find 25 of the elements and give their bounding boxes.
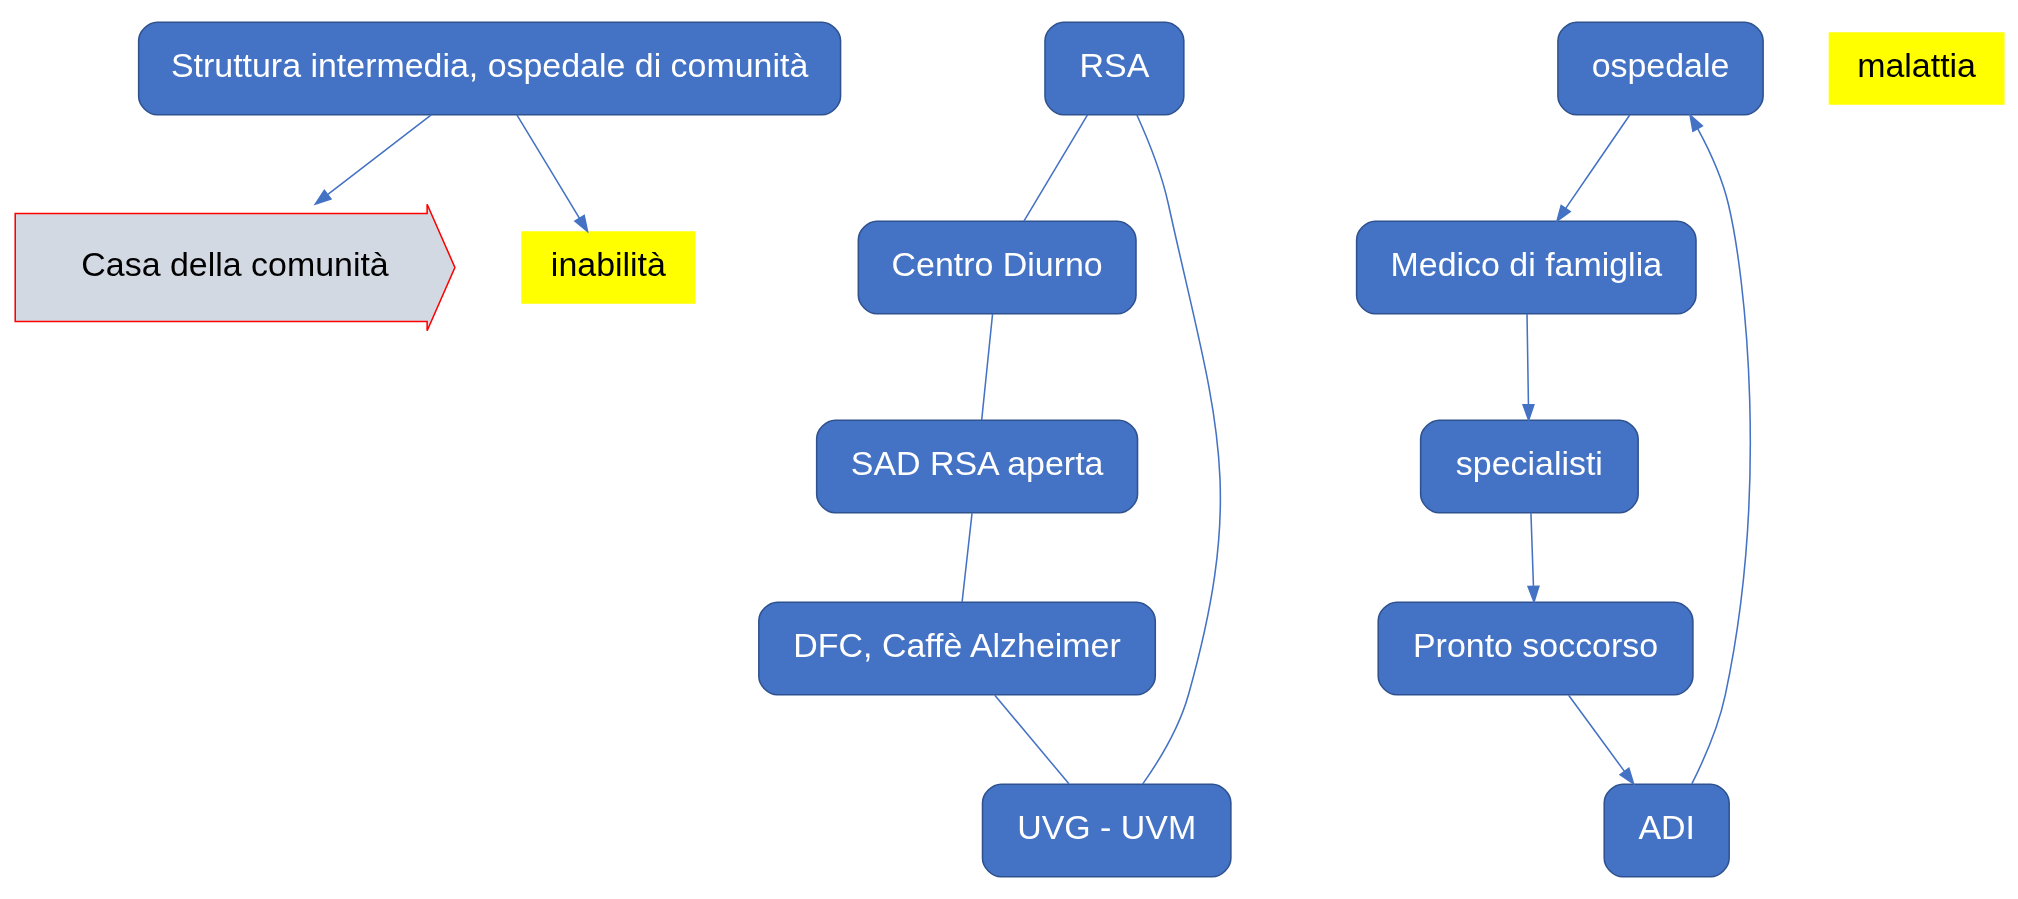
arrow — [1521, 313, 1535, 423]
connector — [1135, 114, 1221, 785]
node-box: Centro Diurno — [857, 220, 1137, 315]
node-box: Medico di famiglia — [1355, 220, 1697, 315]
node-box: inabilità — [520, 231, 696, 304]
arrow — [515, 114, 589, 234]
node-box: UVG - UVM — [981, 783, 1232, 878]
arrow — [1688, 113, 1751, 785]
connector — [993, 694, 1070, 785]
node-box: Pronto soccorso — [1376, 601, 1694, 696]
node-box: specialisti — [1419, 419, 1639, 514]
arrow — [1555, 114, 1630, 224]
node-box: RSA — [1043, 21, 1185, 116]
node-box: DFC, Caffè Alzheimer — [757, 601, 1156, 696]
node-box: malattia — [1828, 32, 2005, 105]
connector — [960, 512, 973, 603]
node-box: Struttura intermedia, ospedale di comunità — [137, 21, 841, 116]
node-box: ospedale — [1556, 21, 1764, 116]
node-box: ADI — [1602, 783, 1730, 878]
arrow — [1526, 512, 1540, 605]
node-box: SAD RSA aperta — [815, 419, 1138, 514]
arrow — [313, 114, 432, 206]
connector — [1022, 114, 1088, 222]
arrow — [1567, 694, 1635, 786]
connector — [980, 313, 993, 421]
